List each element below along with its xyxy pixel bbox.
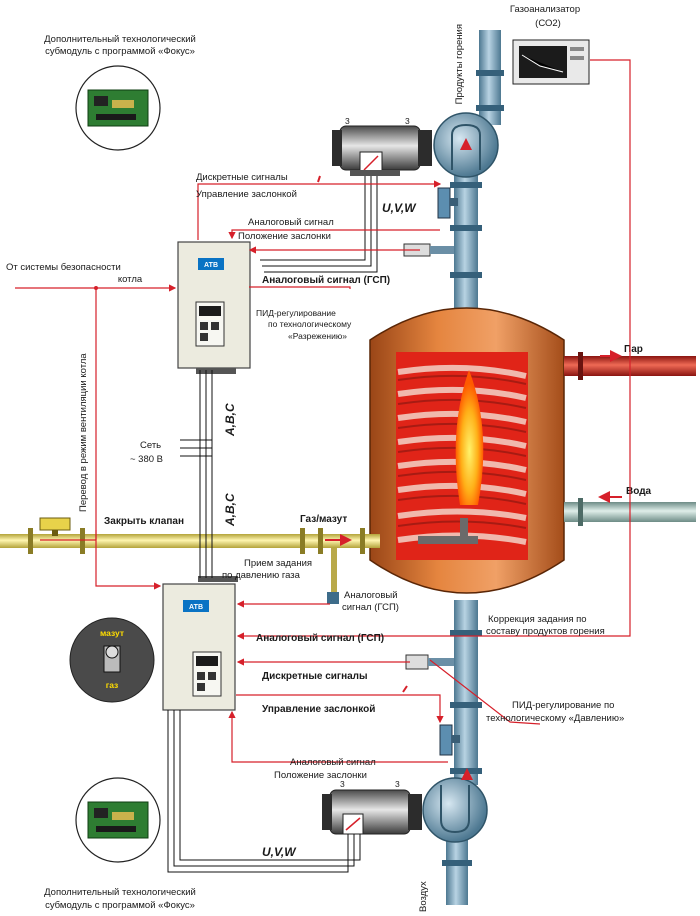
flame xyxy=(455,370,484,505)
vfd-top: АТВ xyxy=(177,241,251,374)
pid-vacuum-label-2: по технологическому xyxy=(268,319,352,329)
bottom-submodule-caption-2: субмодуль с программой «Фокус» xyxy=(45,900,195,911)
gas-analyzer-label: Газоанализатор xyxy=(510,4,580,15)
uvw-bottom-label: U,V,W xyxy=(262,845,297,859)
analog-signal-top-label: Аналоговый сигнал xyxy=(248,217,334,228)
svg-text:3: 3 xyxy=(345,116,350,126)
fuel-switch[interactable]: мазут газ xyxy=(69,617,155,703)
top-submodule-caption: Дополнительный технологический xyxy=(44,34,196,45)
submodule-board-top xyxy=(75,65,161,151)
bottom-submodule-caption: Дополнительный технологический xyxy=(44,887,196,898)
pid-pressure-label-2: технологическому «Давлению» xyxy=(486,713,624,724)
furnace xyxy=(396,352,528,560)
damper-control-bottom-label: Управление заслонкой xyxy=(262,704,375,715)
gas-fuel-oil-label: Газ/мазут xyxy=(300,514,347,525)
damper-position-top-label: Положение заслонки xyxy=(238,231,331,242)
discrete-signals-top-label: Дискретные сигналы xyxy=(196,172,288,183)
from-safety-label-2: котла xyxy=(118,274,143,285)
vfd-bottom: АТВ xyxy=(162,576,238,711)
abc-top-label: A,B,C xyxy=(223,403,237,437)
boiler-vent-mode-label: Перевод в режим вентиляции котла xyxy=(78,353,89,512)
correction-label-2: составу продуктов горения xyxy=(486,626,605,637)
steam-label: Пар xyxy=(624,344,643,355)
damper-control-top-label: Управление заслонкой xyxy=(196,189,297,200)
gas-pressure-setpoint-label-2: по давлению газа xyxy=(222,570,301,581)
vfd-bottom-brand: АТВ xyxy=(189,604,203,611)
analog-signal-bottom-label: Аналоговый сигнал xyxy=(290,757,376,768)
analog-signal-gas-label-2: сигнал (ГСП) xyxy=(342,602,399,613)
close-valve-label: Закрыть клапан xyxy=(104,516,184,527)
blower-fan xyxy=(422,768,488,843)
combustion-products-label: Продукты горения xyxy=(454,24,465,104)
gas-pressure-setpoint-label: Прием задания xyxy=(244,558,312,569)
from-safety-label: От системы безопасности xyxy=(6,262,121,273)
bottom-motor: 3 3 xyxy=(322,779,422,835)
supply-label: Сеть xyxy=(140,440,161,451)
correction-label: Коррекция задания по xyxy=(488,614,587,625)
discrete-signals-bottom-label: Дискретные сигналы xyxy=(262,671,368,682)
pid-vacuum-label: ПИД-регулирование xyxy=(256,308,336,318)
analog-signal-gsp-bottom-label: Аналоговый сигнал (ГСП) xyxy=(256,633,384,644)
power-cables xyxy=(167,176,378,873)
top-motor: 3 3 xyxy=(332,116,432,176)
svg-text:3: 3 xyxy=(340,779,345,789)
vertical-duct xyxy=(442,30,504,905)
pid-vacuum-label-3: «Разрежению» xyxy=(288,331,347,341)
damper-actuator-bottom xyxy=(439,724,460,756)
abc-bottom-label: A,B,C xyxy=(223,493,237,527)
exhaust-fan xyxy=(433,112,499,178)
signal-lines xyxy=(15,59,631,763)
water-label: Вода xyxy=(626,486,652,497)
analog-signal-gas-label: Аналоговый xyxy=(344,590,398,601)
damper-actuator-top xyxy=(437,187,458,219)
gas-analyzer-sublabel: (СО2) xyxy=(535,18,561,29)
boiler xyxy=(369,307,565,594)
gas-analyzer: Газоанализатор (СО2) xyxy=(510,4,590,85)
svg-text:3: 3 xyxy=(405,116,410,126)
damper-position-bottom-label: Положение заслонки xyxy=(274,770,367,781)
switch-gas-label: газ xyxy=(106,680,119,690)
analog-signal-gsp-top-label: Аналоговый сигнал (ГСП) xyxy=(262,275,390,286)
air-label: Воздух xyxy=(418,881,429,912)
pressure-sensor-bottom xyxy=(405,654,454,670)
switch-fuel-oil-label: мазут xyxy=(100,628,124,638)
fuel-pipe xyxy=(0,517,380,604)
submodule-board-bottom xyxy=(75,777,161,863)
vfd-top-brand: АТВ xyxy=(204,262,218,269)
svg-text:3: 3 xyxy=(395,779,400,789)
top-submodule-caption-2: субмодуль с программой «Фокус» xyxy=(45,46,195,57)
pid-pressure-label: ПИД-регулирование по xyxy=(512,700,614,711)
supply-voltage-label: ~ 380 В xyxy=(130,454,163,465)
uvw-top-label: U,V,W xyxy=(382,201,417,215)
